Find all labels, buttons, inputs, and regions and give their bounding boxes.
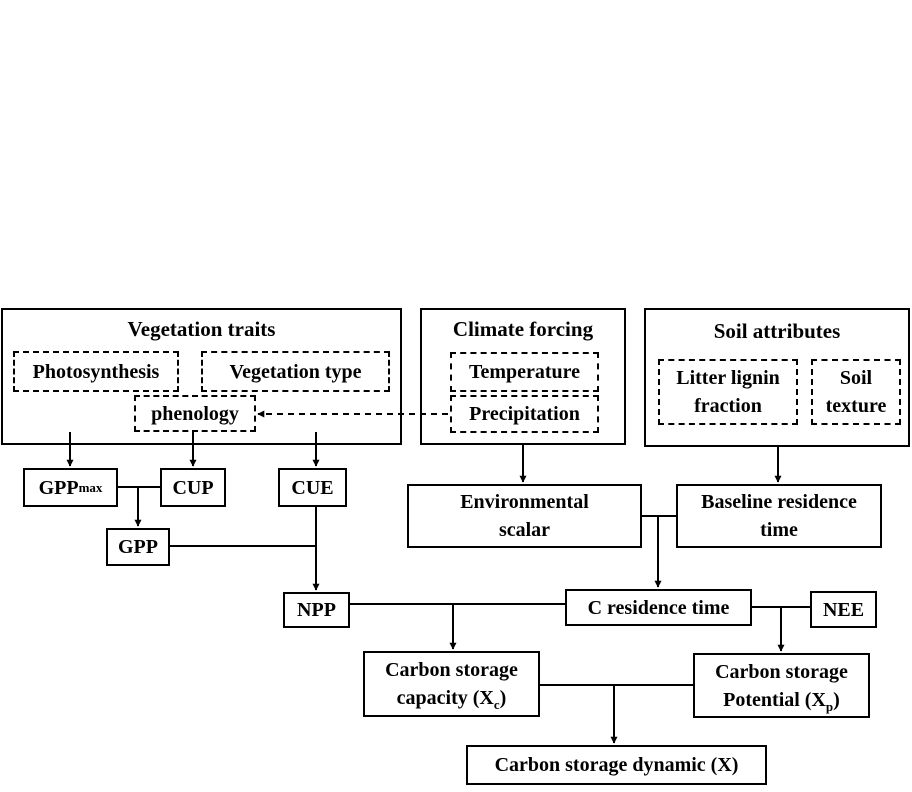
- environmental-scalar-line1: Environmental: [460, 491, 589, 513]
- cup-node: CUP: [160, 468, 226, 507]
- vegetation-type-node: Vegetation type: [201, 351, 390, 392]
- litter-lignin-fraction-node: Litter lignin fraction: [658, 359, 798, 425]
- litter-lignin-line1: Litter lignin: [676, 367, 780, 389]
- phenology-node: phenology: [134, 395, 256, 432]
- environmental-scalar-node: Environmental scalar: [407, 484, 642, 548]
- cue-node: CUE: [278, 468, 347, 507]
- vegetation-traits-title: Vegetation traits: [127, 317, 276, 341]
- environmental-scalar-line2: scalar: [498, 519, 551, 541]
- baseline-residence-line1: Baseline residence: [701, 491, 857, 513]
- nee-node: NEE: [810, 591, 877, 628]
- carbon-storage-potential-node: Carbon storage Potential (Xp): [693, 653, 870, 718]
- soil-texture-node: Soil texture: [811, 359, 901, 425]
- carbon-storage-capacity-node: Carbon storage capacity (Xc): [363, 651, 540, 717]
- precipitation-node: Precipitation: [450, 395, 599, 433]
- photosynthesis-node: Photosynthesis: [13, 351, 179, 392]
- soil-attributes-group: Soil attributes: [644, 308, 910, 447]
- climate-forcing-title: Climate forcing: [452, 317, 594, 341]
- soil-texture-line2: texture: [825, 395, 887, 417]
- baseline-residence-line2: time: [760, 519, 798, 541]
- gpp-max-text: GPP: [38, 476, 79, 499]
- soil-texture-line1: Soil: [839, 367, 873, 389]
- climate-forcing-group: Climate forcing: [420, 308, 626, 445]
- baseline-residence-time-node: Baseline residence time: [676, 484, 882, 548]
- c-residence-time-node: C residence time: [565, 589, 752, 626]
- soil-attributes-title: Soil attributes: [713, 319, 841, 343]
- capacity-line1: Carbon storage: [385, 659, 518, 681]
- gpp-node: GPP: [106, 528, 170, 566]
- temperature-node: Temperature: [450, 352, 599, 392]
- npp-node: NPP: [283, 592, 350, 628]
- potential-line1: Carbon storage: [715, 660, 848, 683]
- carbon-storage-dynamic-node: Carbon storage dynamic (X): [466, 745, 767, 785]
- vegetation-traits-group: Vegetation traits: [1, 308, 402, 445]
- potential-line2: Potential (Xp): [723, 688, 840, 714]
- capacity-line2: capacity (Xc): [396, 687, 507, 712]
- litter-lignin-line2: fraction: [694, 395, 762, 417]
